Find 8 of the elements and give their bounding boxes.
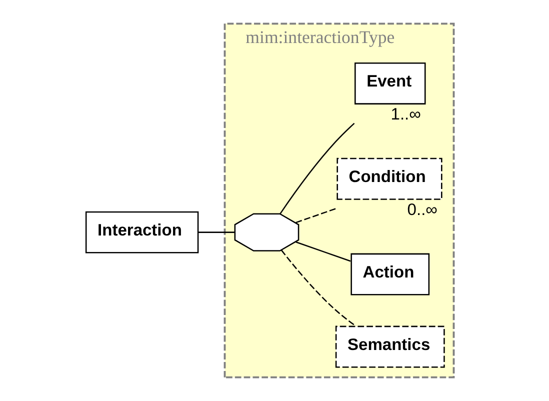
node-octagon bbox=[234, 213, 299, 252]
connector bbox=[295, 208, 337, 224]
connector bbox=[198, 232, 234, 233]
connector bbox=[279, 122, 354, 214]
node-label: 0..∞ bbox=[406, 200, 437, 219]
connector bbox=[280, 250, 356, 327]
node-label: 1..∞ bbox=[390, 104, 420, 124]
connector bbox=[295, 241, 350, 262]
